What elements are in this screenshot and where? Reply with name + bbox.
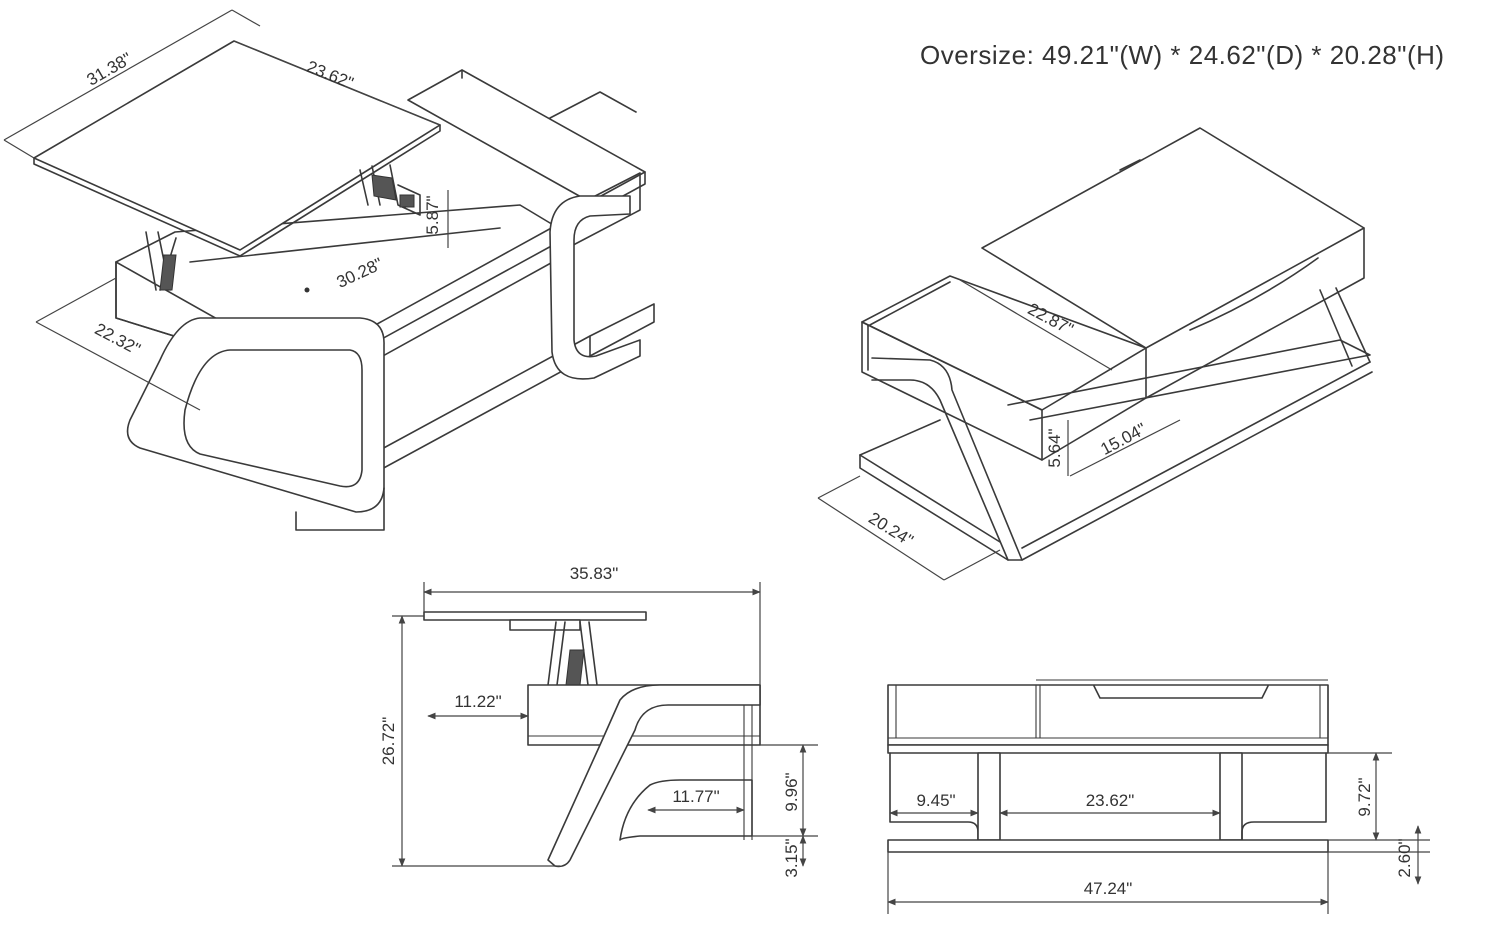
dim-overall-width: 47.24": [1084, 879, 1133, 898]
dim-drawer-height: 5.64": [1045, 428, 1064, 467]
dim-depth: 22.32": [92, 319, 144, 359]
dim-closed-depth: 20.24": [865, 508, 916, 550]
dim-shelf-height: 9.96": [782, 772, 801, 811]
side-table: [423, 611, 761, 868]
side-dimensions: 35.83" 11.22" 26.72" 9.96" 11.77" 3.15": [379, 564, 818, 878]
dim-shelf-depth: 11.77": [672, 787, 719, 806]
oversize-title: Oversize: 49.21"(W) * 24.62"(D) * 20.28"…: [920, 40, 1445, 70]
dim-center-opening: 23.62": [1086, 791, 1135, 810]
dim-top-span: 35.83": [570, 564, 619, 583]
lift-mechanism: [145, 164, 421, 291]
back-c-leg: [549, 195, 641, 380]
dim-front-base: 2.60": [1395, 838, 1414, 877]
open-drawer: [861, 275, 1147, 461]
dim-lift-height: 5.87": [423, 195, 442, 234]
closed-iso-view: 22.87" 15.04" 5.64" 20.24": [817, 127, 1373, 581]
front-view: 9.45" 23.62" 9.72" 2.60" 47.24": [887, 679, 1430, 914]
dim-drawer-depth: 15.04": [1098, 419, 1150, 459]
closed-legs: [859, 287, 1373, 561]
dim-offset: 11.22": [454, 692, 501, 711]
front-z-leg: [126, 317, 385, 531]
dim-opening-height: 9.72": [1355, 777, 1374, 816]
dim-top-length: 31.38": [83, 49, 135, 90]
closed-top-box: [981, 127, 1365, 399]
front-dimensions: 9.45" 23.62" 9.72" 2.60" 47.24": [887, 752, 1430, 914]
dim-side-opening: 9.45": [916, 791, 955, 810]
lifted-iso-view: 31.38" 23.62" 5.87" 30.28" 22.32": [3, 9, 655, 531]
dim-side-height: 26.72": [379, 717, 398, 766]
side-view: 35.83" 11.22" 26.72" 9.96" 11.77" 3.15": [379, 564, 818, 878]
dim-base-height: 3.15": [782, 838, 801, 877]
front-table: [887, 679, 1329, 853]
